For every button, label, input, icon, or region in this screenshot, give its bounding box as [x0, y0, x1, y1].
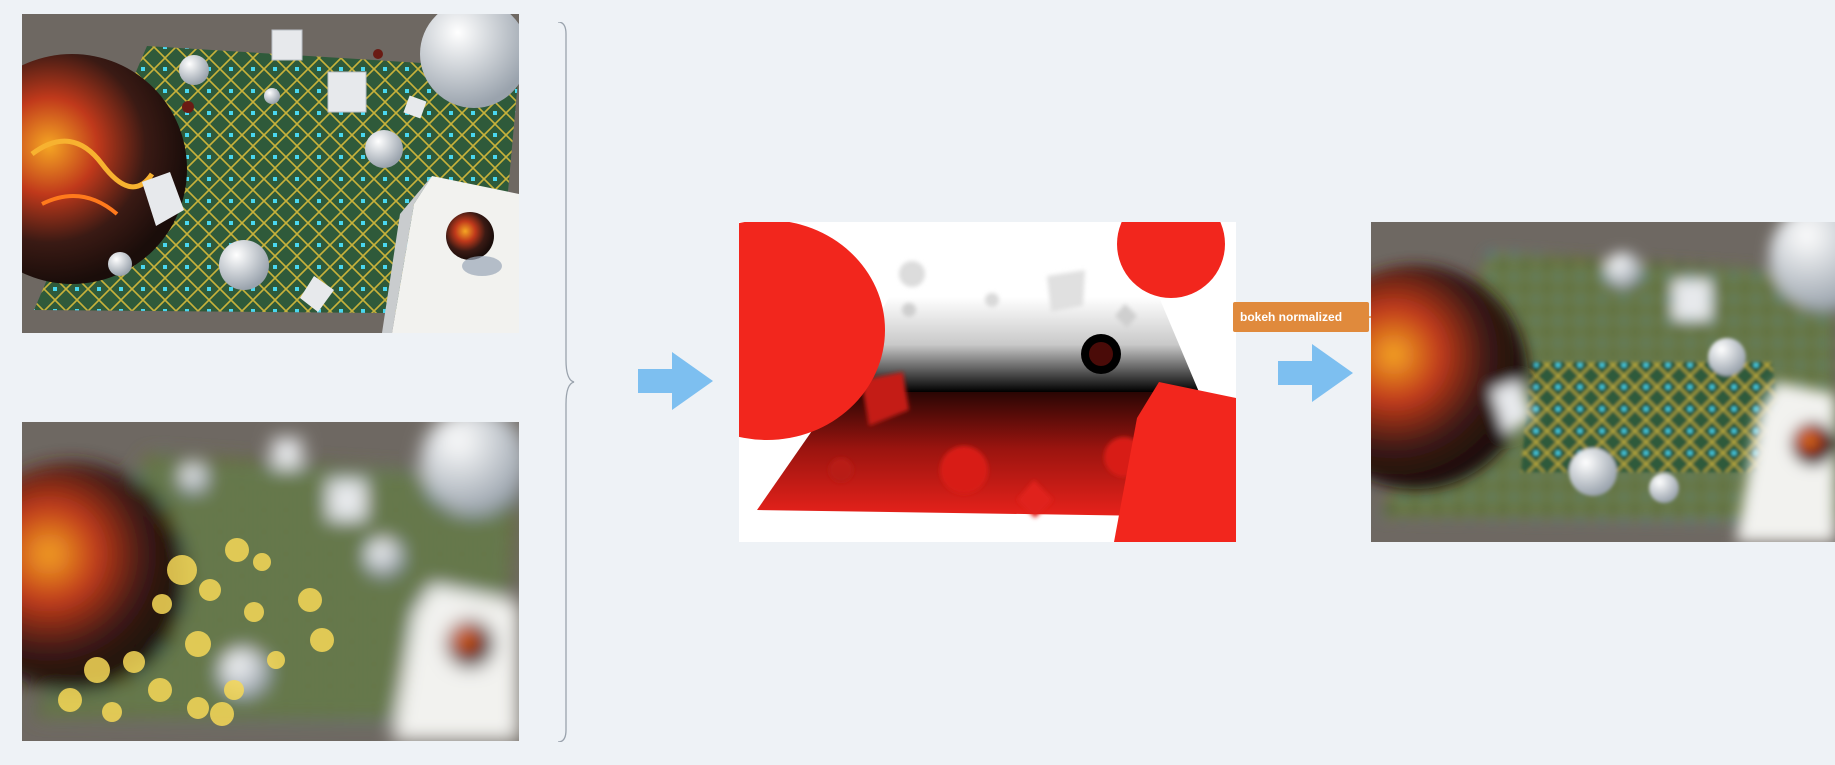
- grouping-brace: [557, 22, 575, 742]
- arrow-shape: [638, 352, 713, 410]
- brace-path: [557, 22, 575, 742]
- output-scene-graphic: [1371, 222, 1835, 542]
- bokeh-normalized-text: bokeh normalized: [1240, 310, 1343, 324]
- bokeh-normalized-label: bokeh normalized: [1233, 302, 1369, 332]
- output-scene-image: [1371, 222, 1835, 542]
- blurred-scene-image: [22, 422, 519, 741]
- flow-arrow-right-icon: [1278, 344, 1353, 402]
- blurred-scene-graphic: [22, 422, 519, 741]
- coc-mask-graphic: [739, 222, 1236, 542]
- flow-arrow-right-icon: [638, 352, 713, 410]
- arrow-shape: [1278, 344, 1353, 402]
- sharp-scene-graphic: [22, 14, 519, 333]
- sharp-scene-image: [22, 14, 519, 333]
- coc-mask-image: [739, 222, 1236, 542]
